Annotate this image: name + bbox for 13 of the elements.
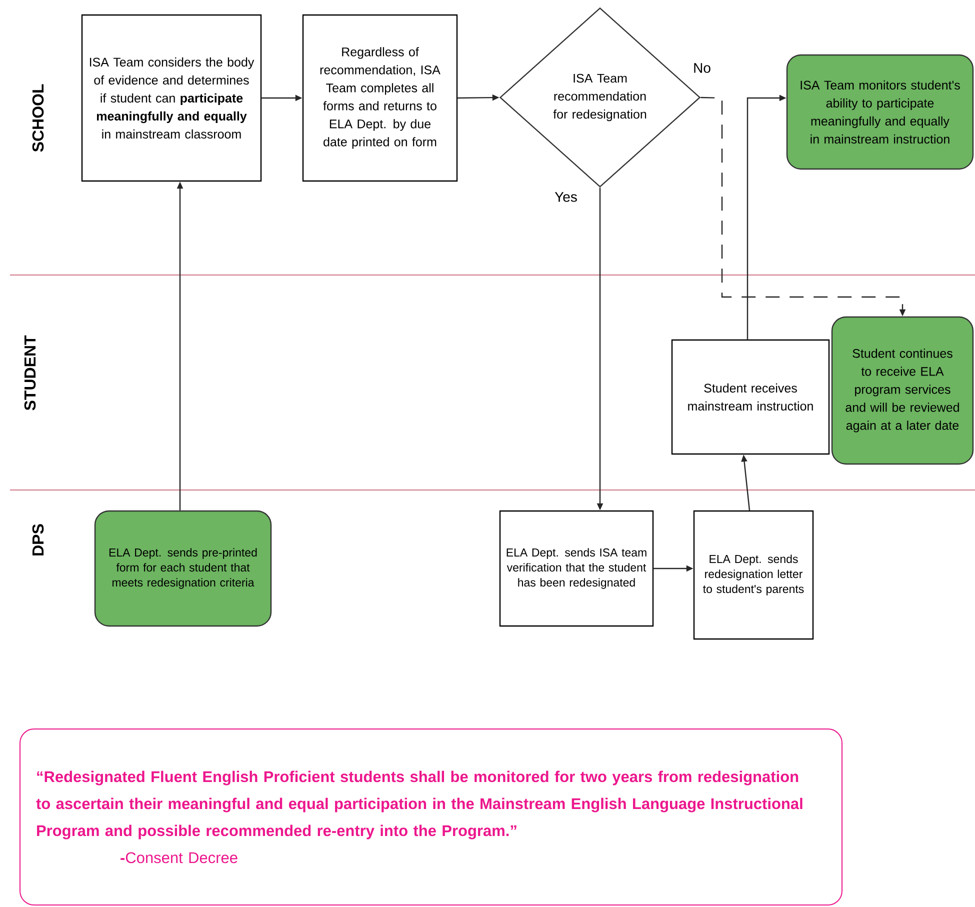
process-box: Student receives mainstream instruction — [671, 339, 830, 455]
rounded-box: ISA Team monitors student's ability to participate meaningfully and equally in mainstream instruction — [786, 54, 974, 170]
rounded-box: ELA Dept. sends pre-printed form for each student that meets redesignation criteria — [94, 510, 272, 627]
rounded-box: Student continues to receive ELA program services and will be reviewed again at a later date — [831, 316, 974, 465]
lane-label: SCHOOL — [32, 84, 44, 152]
lane-label: DPS — [32, 524, 44, 556]
process-box: ELA Dept. sends redesignation letter to student's parents — [693, 510, 814, 640]
lane-label: STUDENT — [24, 335, 36, 410]
edge-label: Yes — [554, 191, 578, 203]
process-box: ELA Dept. sends ISA team verification that the student has been redesignated — [499, 510, 654, 627]
process-box: Regardless of recommendation, ISA Team completes all forms and returns to ELA Dept. by due date printed on form — [302, 14, 458, 182]
quote-box: “Redesignated Fluent English Proficient students shall be monitored for two years from redesignation to ascertain their meaningful and equal participation in the Mainstream English Language Instructional Program and possible recommended re-entry into the Program.” -Consent Decree — [20, 728, 842, 906]
process-box: ISA Team considers the body of evidence and determines if student can participate meaningfully and equally in mainstream classroom — [81, 14, 262, 182]
